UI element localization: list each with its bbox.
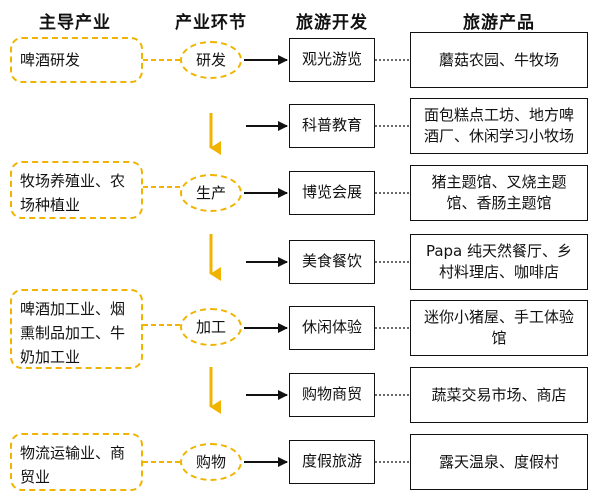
industry-box-logistics: 物流运输业、商贸业 xyxy=(10,433,143,491)
dev-box-shopping: 购物商贸 xyxy=(289,373,375,417)
dev-box-science-edu: 科普教育 xyxy=(289,104,375,148)
product-text: 蔬菜交易市场、商店 xyxy=(431,385,567,404)
product-box-1: 蘑菇农园、牛牧场 xyxy=(410,32,588,88)
product-box-5: 迷你小猪屋、手工体验馆 xyxy=(410,300,588,356)
dev-box-exhibition: 博览会展 xyxy=(289,171,375,215)
dev-box-resort: 度假旅游 xyxy=(289,440,375,484)
header-stage: 产业环节 xyxy=(175,13,247,33)
product-box-3: 猪主题馆、叉烧主题馆、香肠主题馆 xyxy=(410,165,588,221)
header-development: 旅游开发 xyxy=(296,13,368,33)
product-text: Papa 纯天然餐厅、乡村料理店、咖啡店 xyxy=(425,242,573,281)
product-box-6: 蔬菜交易市场、商店 xyxy=(410,367,588,423)
product-text: 蘑菇农园、牛牧场 xyxy=(438,50,559,69)
industry-box-beer-rd: 啤酒研发 xyxy=(10,37,143,83)
dev-box-leisure: 休闲体验 xyxy=(289,306,375,350)
stage-rd: 研发 xyxy=(180,41,242,79)
dev-box-dining: 美食餐饮 xyxy=(289,240,375,284)
industry-box-farming: 牧场养殖业、农场种植业 xyxy=(10,161,143,219)
header-industry: 主导产业 xyxy=(39,13,111,33)
product-box-4: Papa 纯天然餐厅、乡村料理店、咖啡店 xyxy=(410,234,588,290)
product-text: 面包糕点工坊、地方啤酒厂、休闲学习小牧场 xyxy=(423,106,574,145)
stage-shopping: 购物 xyxy=(180,443,242,481)
product-text: 迷你小猪屋、手工体验馆 xyxy=(423,308,574,347)
dev-box-sightseeing: 观光游览 xyxy=(289,38,375,82)
stage-processing: 加工 xyxy=(180,308,242,346)
product-text: 猪主题馆、叉烧主题馆、香肠主题馆 xyxy=(431,173,567,212)
product-box-7: 露天温泉、度假村 xyxy=(410,434,588,490)
stage-production: 生产 xyxy=(180,174,242,212)
industry-box-processing: 啤酒加工业、烟熏制品加工、牛奶加工业 xyxy=(10,289,143,369)
product-box-2: 面包糕点工坊、地方啤酒厂、休闲学习小牧场 xyxy=(410,98,588,154)
product-text: 露天温泉、度假村 xyxy=(438,452,559,471)
header-products: 旅游产品 xyxy=(463,13,535,33)
